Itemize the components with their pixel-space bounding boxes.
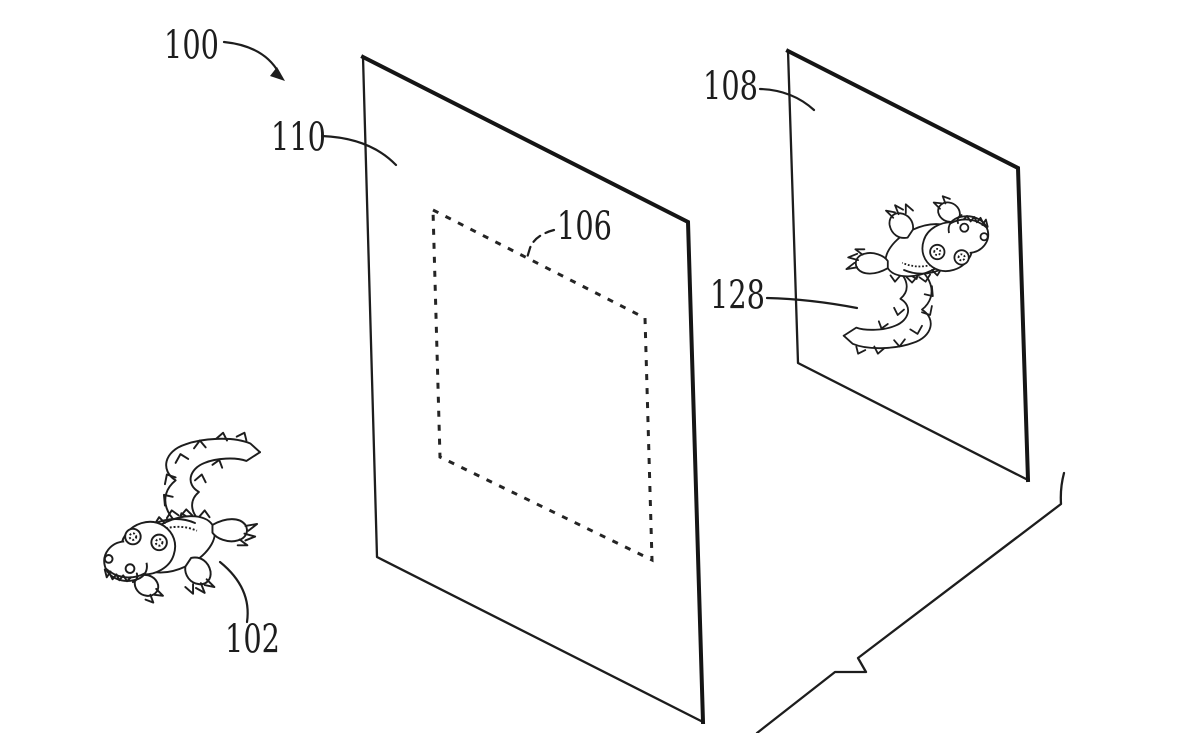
ref-label-100: 100 bbox=[164, 23, 219, 69]
ref-label-102: 102 bbox=[225, 617, 280, 663]
leader-102 bbox=[218, 560, 249, 624]
floor-break-line bbox=[755, 471, 1066, 733]
leader-128 bbox=[765, 296, 859, 310]
leader-110 bbox=[320, 134, 398, 167]
dashed-region bbox=[431, 207, 654, 563]
ref-label-110: 110 bbox=[271, 115, 326, 161]
front-panel bbox=[360, 54, 706, 725]
leader-106 bbox=[525, 228, 556, 260]
leader-100 bbox=[222, 40, 285, 81]
ref-label-106: 106 bbox=[557, 204, 612, 250]
ref-label-108: 108 bbox=[703, 64, 758, 110]
ref-label-128: 128 bbox=[710, 273, 765, 319]
leader-108 bbox=[758, 87, 816, 112]
crocodile-figure bbox=[103, 431, 261, 604]
